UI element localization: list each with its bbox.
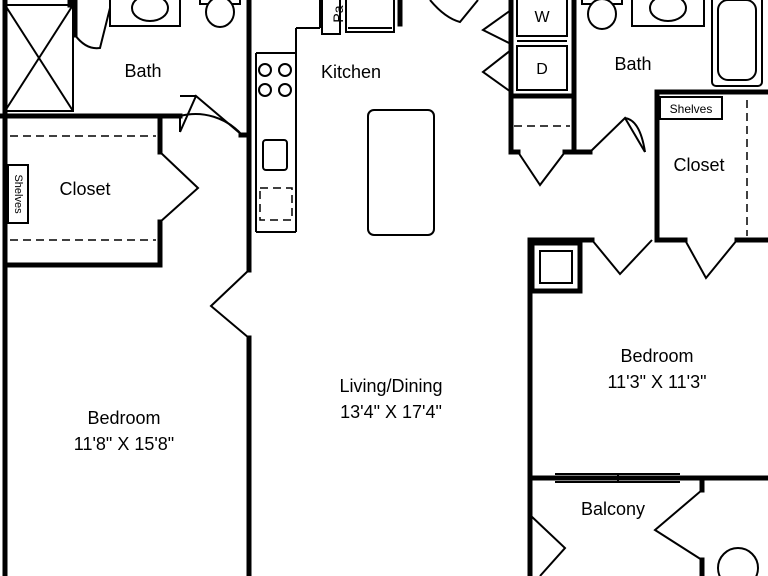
room-labels: Bath Kitchen Pa W D Bath Closet Shelves … [7,5,725,519]
balcony-label: Balcony [581,499,645,519]
living-dining-size: 13'4" X 17'4" [340,402,442,422]
fixtures [109,0,763,576]
shelves-left-box: Shelves [7,164,29,224]
pantry-label: Pa [330,5,346,22]
bath-left-label: Bath [124,61,161,81]
living-dining-name: Living/Dining [339,376,442,396]
washer-label: W [534,9,550,26]
bedroom-left-size: 11'8" X 15'8" [74,434,174,454]
shelves-left-label: Shelves [12,174,24,214]
bath-right-label: Bath [614,54,651,74]
kitchen-label: Kitchen [321,62,381,82]
bedroom-right-name: Bedroom [620,346,693,366]
closet-right-label: Closet [673,155,724,175]
dryer-label: D [536,61,548,78]
bedroom-right-size: 11'3" X 11'3" [607,372,706,392]
shelves-right-box: Shelves [659,96,723,120]
doors [74,0,738,576]
bedroom-left-name: Bedroom [87,408,160,428]
closet-left-label: Closet [59,179,110,199]
shelves-right-label: Shelves [670,102,713,116]
